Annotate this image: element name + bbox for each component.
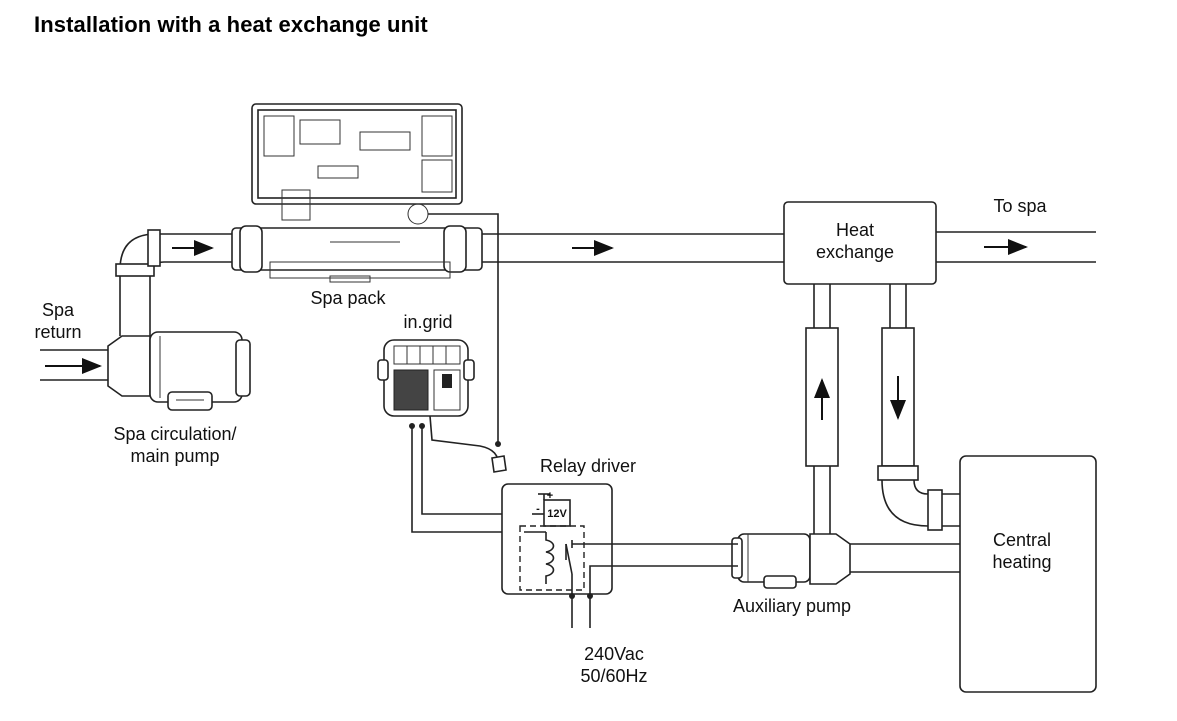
relay-driver-label: Relay driver <box>540 456 636 476</box>
spa-return-label-2: return <box>34 322 81 342</box>
sensor-wire <box>428 213 501 447</box>
heat-exchange-label: Heat <box>836 220 874 240</box>
power-supply-label: 240Vac <box>584 644 644 664</box>
spa-circulation-pump[interactable] <box>107 331 251 411</box>
relay-voltage-label: 12V <box>547 508 567 520</box>
in-grid-label: in.grid <box>403 312 452 332</box>
spa-pack-label: Spa pack <box>310 288 386 308</box>
spa-pack[interactable] <box>231 103 483 283</box>
heat-exchanger[interactable] <box>783 201 937 285</box>
spa-return-label: Spa <box>42 300 75 320</box>
to-spa-pipe <box>936 231 1096 263</box>
relay-output-wires <box>569 543 738 628</box>
heat-exchange-label-2: exchange <box>816 242 894 262</box>
main-pipe <box>482 233 784 263</box>
in-grid-module[interactable] <box>377 339 507 473</box>
to-spa-label: To spa <box>993 196 1047 216</box>
circulation-pipe-riser <box>115 229 232 336</box>
spa-circulation-label: Spa circulation/ <box>113 424 236 444</box>
exchanger-return-pipe <box>877 284 960 531</box>
central-heating-unit[interactable] <box>959 455 1097 693</box>
central-heating-label: Central <box>993 530 1051 550</box>
control-wires <box>411 426 532 533</box>
auxiliary-pump[interactable] <box>731 533 851 589</box>
spa-circulation-label-2: main pump <box>130 446 219 466</box>
heating-pipe <box>850 543 960 573</box>
page-title: Installation with a heat exchange unit <box>34 12 428 37</box>
relay-driver[interactable] <box>501 483 613 596</box>
relay-minus-label: - <box>536 503 540 515</box>
exchanger-supply-pipe <box>805 284 839 534</box>
power-supply-label-2: 50/60Hz <box>580 666 647 686</box>
relay-plus-label: + <box>547 490 553 502</box>
auxiliary-pump-label: Auxiliary pump <box>733 596 851 616</box>
central-heating-label-2: heating <box>992 552 1051 572</box>
spa-return-pipe <box>40 349 108 381</box>
